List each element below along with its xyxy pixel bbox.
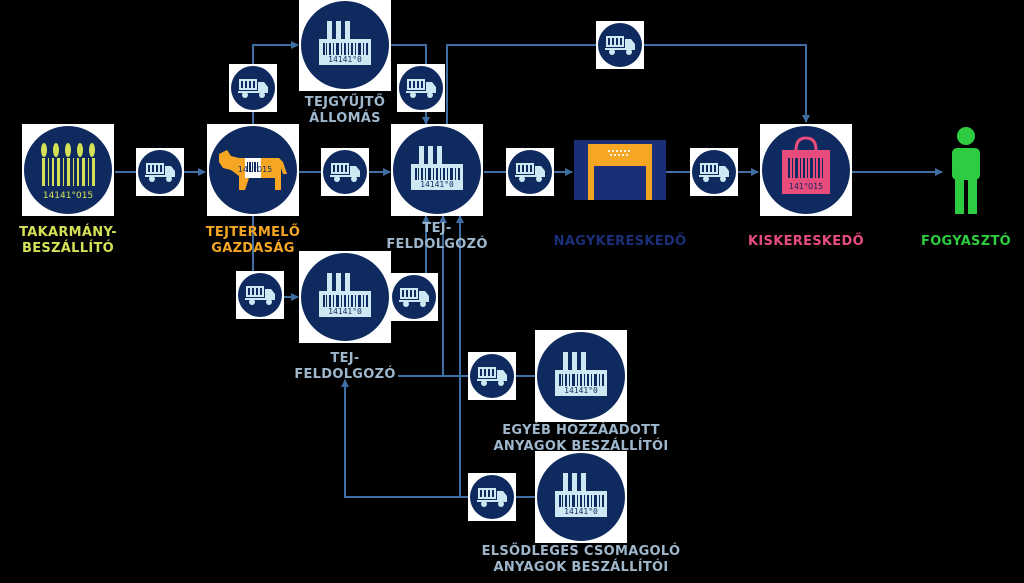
node-processor-main: 14141°0 [391, 124, 483, 216]
shopping-bag-icon: 141°015 [782, 136, 830, 194]
truck-icons [136, 21, 738, 521]
node-processor-secondary: 14141°0 [299, 251, 391, 343]
retailer-label: KISKERESKEDŐ [748, 233, 864, 249]
node-collection-station: 14141°0 [299, 0, 391, 91]
truck-icon [136, 148, 184, 196]
truck-icon [468, 352, 516, 400]
node-retailer: 141°015 [760, 124, 852, 216]
node-consumer [943, 124, 989, 216]
node-feed-supplier: 14141°015 [22, 124, 114, 216]
packaging-barcode-number: 14141°0 [564, 507, 598, 516]
cow-icon: 141°015 [219, 150, 287, 190]
truck-icon [690, 148, 738, 196]
arrow-packaging-to-secondary [341, 379, 460, 498]
feed-supplier-label-1: TAKARMÁNY- [19, 224, 117, 240]
node-other-suppliers: 14141°0 [535, 330, 627, 422]
truck-icon [596, 21, 644, 69]
truck-icon [397, 64, 445, 112]
other-barcode-number: 14141°0 [564, 386, 598, 395]
truck-icon [321, 148, 369, 196]
truck-icon [236, 271, 284, 319]
truck-icon [390, 273, 438, 321]
person-icon [952, 127, 980, 214]
feed-supplier-label-2: BESZÁLLÍTÓ [22, 240, 114, 256]
other-suppliers-label-1: EGYÉB HOZZÁADOTT [502, 422, 660, 438]
processor-label-2: FELDOLGOZÓ [386, 236, 487, 252]
retailer-barcode-number: 141°015 [789, 182, 824, 191]
secondary-label-2: FELDOLGOZÓ [294, 366, 395, 382]
node-packaging-suppliers: 14141°0 [535, 451, 627, 543]
truck-icon [229, 64, 277, 112]
node-labels: TAKARMÁNY- BESZÁLLÍTÓ TEJTERMELŐ GAZDASÁ… [19, 94, 1011, 575]
packaging-suppliers-label-2: ANYAGOK BESZÁLLÍTÓI [494, 559, 669, 575]
dairy-farm-label-1: TEJTERMELŐ [206, 224, 301, 240]
truck-icon [468, 473, 516, 521]
other-suppliers-label-2: ANYAGOK BESZÁLLÍTÓI [494, 438, 669, 454]
wheat-barcode-icon: 14141°015 [41, 143, 95, 201]
feed-barcode-number: 14141°015 [43, 191, 93, 201]
station-barcode-number: 14141°0 [328, 55, 362, 64]
processor-label-1: TEJ- [422, 221, 451, 236]
secondary-barcode-number: 14141°0 [328, 307, 362, 316]
node-wholesaler [574, 140, 666, 200]
node-dairy-farm: 141°015 [207, 124, 299, 216]
farm-barcode-number: 141°015 [238, 165, 273, 174]
truck-icon [506, 148, 554, 196]
consumer-label: FOGYASZTÓ [921, 233, 1011, 249]
station-label-2: ÁLLOMÁS [309, 110, 381, 126]
dairy-farm-label-2: GAZDASÁG [211, 240, 295, 256]
secondary-label-1: TEJ- [330, 351, 359, 366]
packaging-suppliers-label-1: ELSŐDLEGES CSOMAGOLÓ [482, 543, 681, 559]
wholesaler-label: NAGYKERESKEDŐ [554, 233, 687, 249]
station-label-1: TEJGYŰJTŐ [305, 94, 385, 110]
warehouse-icon [574, 140, 666, 200]
processor-barcode-number: 14141°0 [420, 180, 454, 189]
